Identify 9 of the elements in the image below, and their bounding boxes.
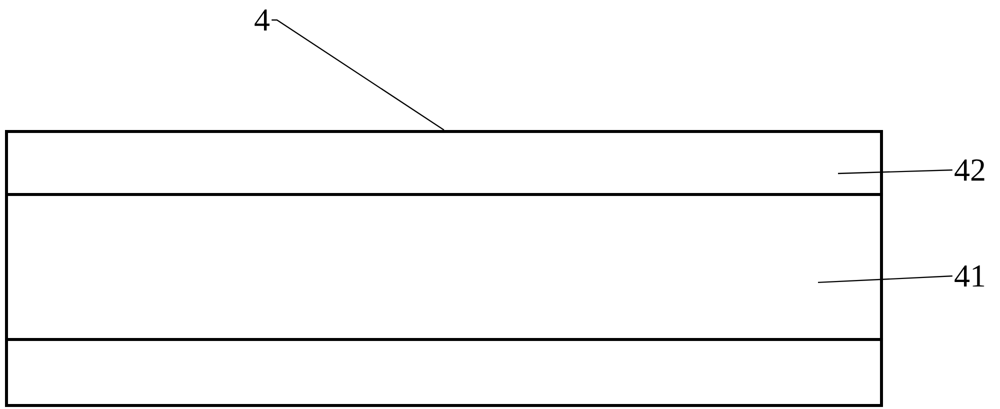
leader-line (838, 169, 952, 174)
layer (5, 130, 883, 196)
callout-number: 42 (954, 159, 984, 181)
layer (5, 193, 883, 341)
leader-line (272, 19, 444, 130)
callout-number: 4 (254, 9, 270, 31)
callout-number: 41 (954, 265, 984, 287)
leader-line (818, 275, 952, 284)
layer (5, 338, 883, 407)
